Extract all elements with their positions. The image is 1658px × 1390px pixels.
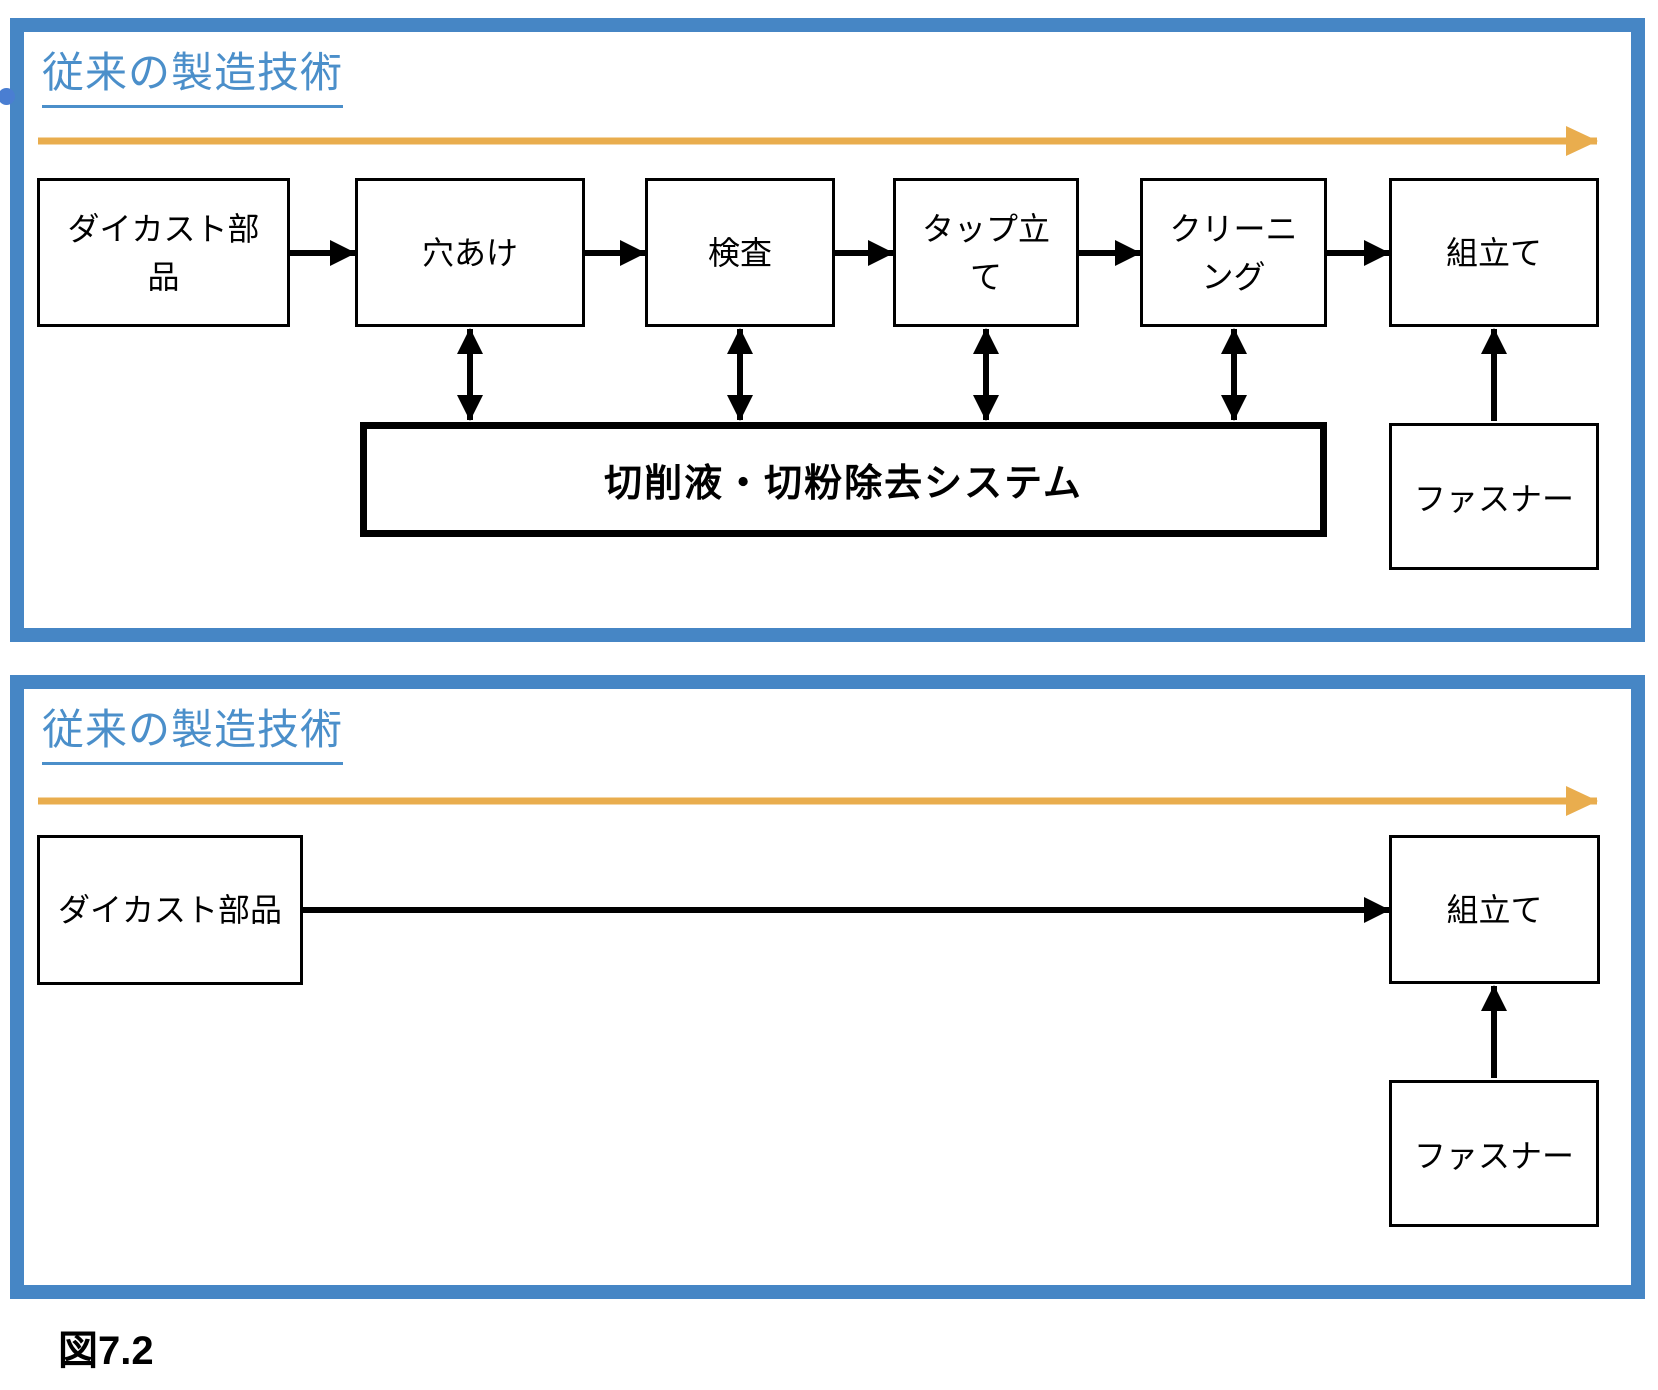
flow-box-drilling: 穴あけ bbox=[355, 178, 585, 327]
flow-box-assembly: 組立て bbox=[1389, 835, 1600, 984]
figure-caption: 図7.2 bbox=[58, 1329, 154, 1373]
bullet-icon bbox=[0, 88, 15, 105]
arrow-layer bbox=[38, 786, 1598, 1078]
flow-box-diecast: ダイカスト部品 bbox=[37, 835, 303, 985]
flow-box-assembly: 組立て bbox=[1389, 178, 1599, 327]
fastener-box: ファスナー bbox=[1389, 423, 1599, 570]
flow-box-tapping: タップ立て bbox=[893, 178, 1079, 327]
panel-title: 従来の製造技術 bbox=[42, 705, 344, 766]
arrow-layer bbox=[38, 126, 1598, 421]
fastener-box: ファスナー bbox=[1389, 1080, 1599, 1227]
system-box: 切削液・切粉除去システム bbox=[360, 422, 1327, 537]
flow-box-inspection: 検査 bbox=[645, 178, 835, 327]
flow-box-diecast: ダイカスト部品 bbox=[37, 178, 290, 327]
panel-conventional-top: 従来の製造技術 ダイカスト部品 穴あけ 検査 タップ立て クリーニング 組立て … bbox=[10, 18, 1645, 642]
panel-title: 従来の製造技術 bbox=[42, 48, 344, 109]
panel-conventional-bottom: 従来の製造技術 ダイカスト部品 組立て ファスナー bbox=[10, 675, 1645, 1299]
flow-box-cleaning: クリーニング bbox=[1140, 178, 1327, 327]
